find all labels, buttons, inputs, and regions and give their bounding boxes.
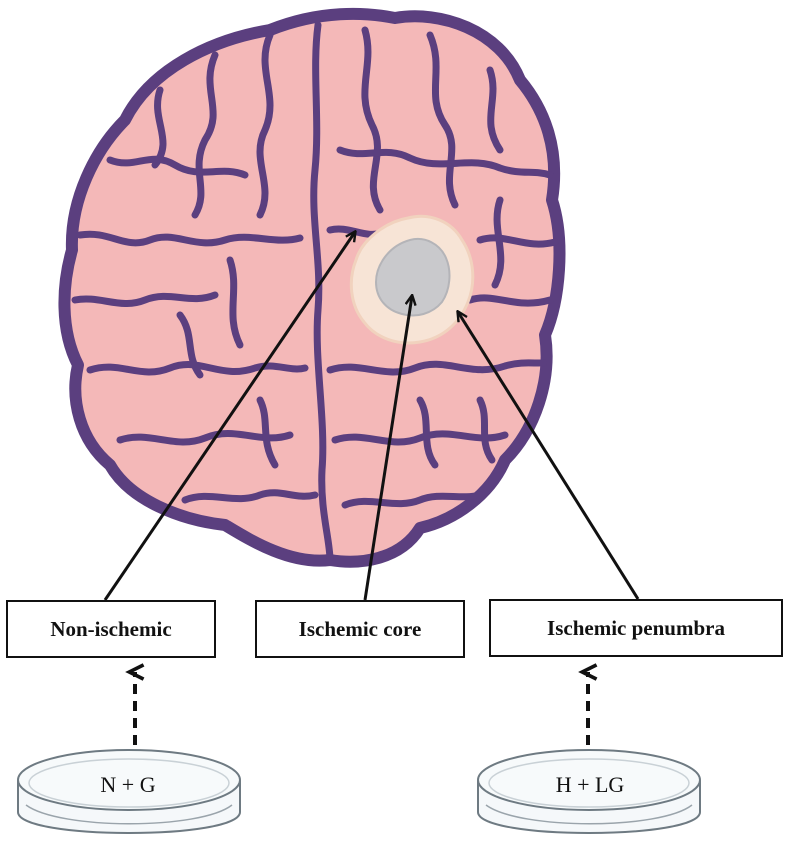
brain-outline: [58, 7, 566, 568]
non-ischemic-label: Non-ischemic: [50, 616, 172, 641]
brain-illustration: [58, 7, 566, 568]
ischemic-core-label: Ischemic core: [298, 616, 422, 641]
ischemic-penumbra-box: Ischemic penumbra: [489, 599, 783, 657]
petri-dish-left: [17, 749, 241, 834]
petri-dish-right: [477, 749, 701, 834]
brain-gyri: [71, 21, 559, 562]
arrow-ischemic-core: [363, 296, 412, 601]
ischemic-core-box: Ischemic core: [255, 600, 465, 658]
non-ischemic-box: Non-ischemic: [6, 600, 216, 658]
ischemic-core-region: [374, 238, 451, 317]
arrow-ischemic-penumbra: [458, 312, 640, 600]
dish-label-right: H + LG: [555, 772, 625, 797]
dish-label-left: N + G: [100, 772, 156, 797]
ischemic-penumbra-label: Ischemic penumbra: [547, 615, 725, 640]
arrow-non-ischemic: [103, 232, 355, 601]
